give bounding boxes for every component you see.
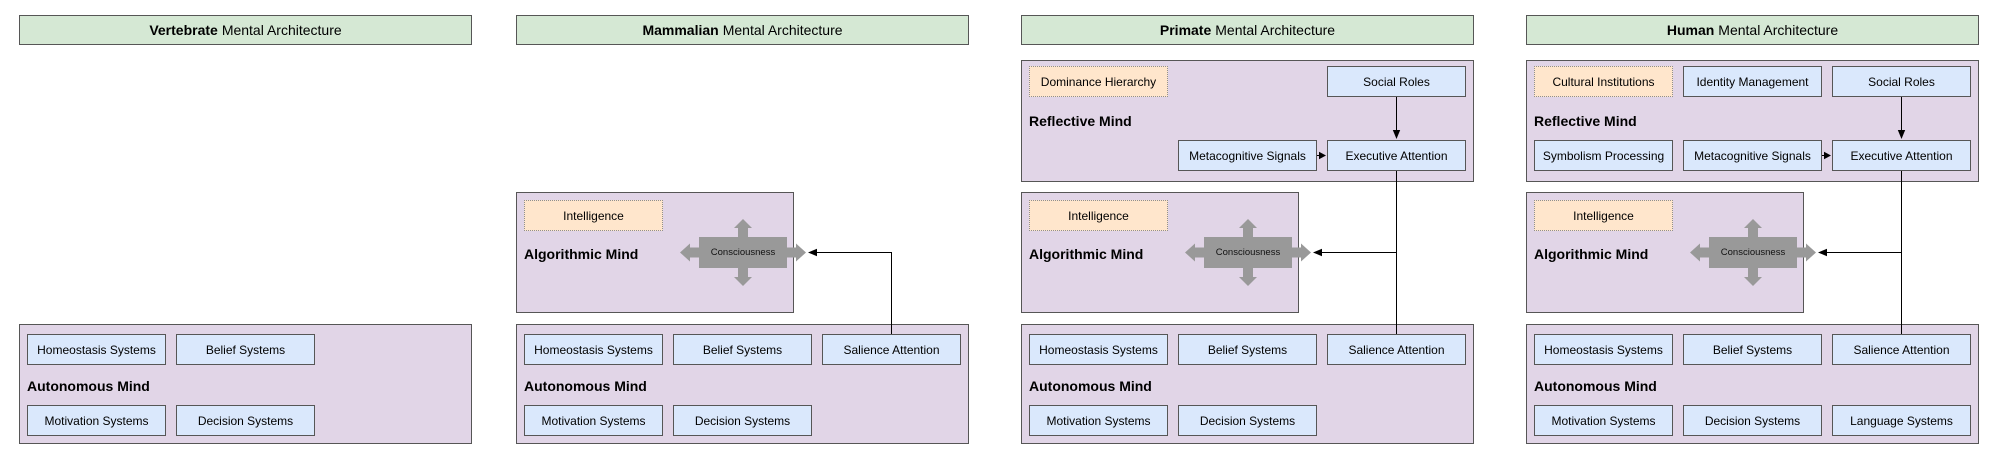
belief-systems-box: Belief Systems [1683,334,1822,365]
intelligence-box: Intelligence [1029,200,1168,231]
motivation-systems-box: Motivation Systems [1534,405,1673,436]
executive-to-salience-line [1826,171,1902,334]
title-suffix: Mental Architecture [1718,22,1839,38]
social-roles-box: Social Roles [1832,66,1971,97]
autonomous-mind-label: Autonomous Mind [1534,378,1657,394]
panel-title-primate: Primate Mental Architecture [1021,15,1474,45]
metacognitive-signals-box: Metacognitive Signals [1683,140,1822,171]
executive-attention-box: Executive Attention [1832,140,1971,171]
algorithmic-mind-label: Algorithmic Mind [1534,246,1649,262]
reflective-mind-label: Reflective Mind [1029,113,1132,129]
arrowhead-into-consciousness [1818,248,1827,257]
belief-systems-box: Belief Systems [673,334,812,365]
motivation-systems-box: Motivation Systems [524,405,663,436]
cultural-institutions-box: Cultural Institutions [1534,66,1673,97]
algorithmic-mind-label: Algorithmic Mind [1029,246,1144,262]
autonomous-mind-label: Autonomous Mind [524,378,647,394]
belief-systems-box: Belief Systems [1178,334,1317,365]
consciousness-label: Consciousness [1720,247,1786,258]
salience-attention-box: Salience Attention [1832,334,1971,365]
motivation-systems-box: Motivation Systems [1029,405,1168,436]
title-suffix: Mental Architecture [722,22,843,38]
title-species: Human [1666,22,1715,38]
arrowhead-into-consciousness [1313,248,1322,257]
panel-human: Human Mental Architecture Reflective Min… [1526,0,1979,461]
homeostasis-systems-box: Homeostasis Systems [524,334,663,365]
intelligence-box: Intelligence [524,200,663,231]
belief-systems-box: Belief Systems [176,334,315,365]
dominance-hierarchy-box: Dominance Hierarchy [1029,66,1168,97]
title-species: Mammalian [642,22,719,38]
homeostasis-systems-box: Homeostasis Systems [1534,334,1673,365]
decision-systems-box: Decision Systems [176,405,315,436]
consciousness-label: Consciousness [1215,247,1281,258]
arrowhead-into-consciousness [808,248,817,257]
panel-vertebrate: Vertebrate Mental Architecture Autonomou… [19,0,472,461]
autonomous-mind-label: Autonomous Mind [27,378,150,394]
language-systems-box: Language Systems [1832,405,1971,436]
executive-attention-box: Executive Attention [1327,140,1466,171]
decision-systems-box: Decision Systems [673,405,812,436]
panel-title-vertebrate: Vertebrate Mental Architecture [19,15,472,45]
identity-management-box: Identity Management [1683,66,1822,97]
salience-attention-box: Salience Attention [822,334,961,365]
decision-systems-box: Decision Systems [1178,405,1317,436]
salience-to-consciousness-arrow [816,252,892,334]
motivation-systems-box: Motivation Systems [27,405,166,436]
metacognitive-signals-box: Metacognitive Signals [1178,140,1317,171]
panel-title-mammalian: Mammalian Mental Architecture [516,15,969,45]
decision-systems-box: Decision Systems [1683,405,1822,436]
homeostasis-systems-box: Homeostasis Systems [27,334,166,365]
social-roles-box: Social Roles [1327,66,1466,97]
title-species: Vertebrate [149,22,218,38]
algorithmic-mind-label: Algorithmic Mind [524,246,639,262]
title-suffix: Mental Architecture [1215,22,1336,38]
symbolism-processing-box: Symbolism Processing [1534,140,1673,171]
title-suffix: Mental Architecture [221,22,342,38]
executive-to-salience-line [1321,171,1397,334]
panel-primate: Primate Mental Architecture Reflective M… [1021,0,1474,461]
title-species: Primate [1159,22,1212,38]
autonomous-mind-label: Autonomous Mind [1029,378,1152,394]
panel-title-human: Human Mental Architecture [1526,15,1979,45]
intelligence-box: Intelligence [1534,200,1673,231]
consciousness-label: Consciousness [710,247,776,258]
panel-mammalian: Mammalian Mental Architecture Algorithmi… [516,0,969,461]
reflective-mind-label: Reflective Mind [1534,113,1637,129]
homeostasis-systems-box: Homeostasis Systems [1029,334,1168,365]
salience-attention-box: Salience Attention [1327,334,1466,365]
